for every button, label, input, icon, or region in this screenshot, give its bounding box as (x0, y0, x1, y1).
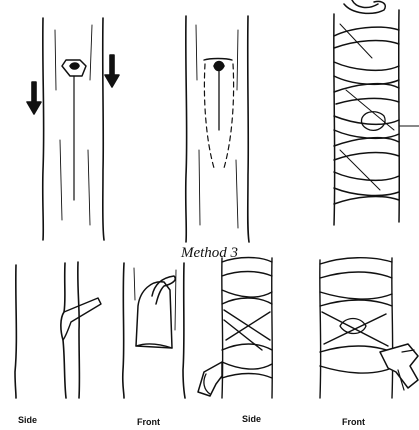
stem-left-edge (334, 14, 335, 225)
stem-edge-left (123, 263, 124, 398)
flap-left-dashed (204, 64, 214, 168)
stem-edge-left (15, 265, 16, 398)
shield-outline (136, 282, 172, 348)
down-arrow-left (27, 82, 41, 114)
label-front-2: Front (342, 417, 365, 427)
wrap-band (334, 62, 399, 84)
panel-side-view-wrapped (198, 258, 272, 399)
wrap-band (320, 346, 392, 373)
label-side-2: Side (242, 414, 261, 424)
stem-edge-left (320, 260, 321, 398)
wrap-band (222, 374, 272, 379)
wrap-cross (322, 312, 388, 346)
stem-edge-right (183, 263, 185, 398)
method-caption: Method 3 (0, 245, 419, 262)
bud-hook (152, 276, 175, 304)
wrap-band (222, 344, 272, 369)
wrap-diagonal (340, 24, 394, 190)
top-knot (344, 0, 385, 13)
wrap-band (334, 116, 399, 138)
trunk-left-edge (186, 16, 187, 242)
wrap-band (334, 138, 399, 160)
wrap-band (320, 292, 392, 306)
label-side-1: Side (18, 415, 37, 425)
stem-edge-right (392, 258, 393, 398)
down-arrow-right (105, 55, 119, 87)
panel-front-view-wrapped (320, 258, 418, 398)
panel-stock-cut-arrows (27, 18, 119, 240)
bud-bulge (361, 112, 385, 131)
panel-stock-with-bud (186, 16, 249, 242)
label-front-1: Front (137, 417, 160, 427)
stem-inner-line (78, 262, 80, 398)
stem-right-edge (399, 10, 400, 222)
stem-edge-right (272, 258, 273, 398)
bud (70, 63, 79, 69)
wrap-band (222, 290, 272, 304)
wrap-band (334, 172, 399, 195)
flap-right-dashed (224, 64, 234, 168)
panel-wrapped-stem (334, 0, 419, 225)
panel-side-view-chip (15, 262, 101, 398)
wrap-band (334, 27, 399, 48)
bark-flap-top (204, 59, 232, 61)
trunk-right-edge (103, 18, 104, 240)
trunk-left-edge (43, 18, 44, 240)
wrap-band (334, 84, 399, 104)
chip-wedge (63, 298, 101, 340)
wrap-band (334, 197, 399, 204)
bud (214, 62, 224, 71)
bark-line (196, 25, 238, 228)
tie-knot (198, 362, 222, 396)
panel-front-view-shield (123, 263, 185, 398)
stem-edge-right (61, 263, 66, 398)
trunk-right-edge (248, 16, 249, 242)
